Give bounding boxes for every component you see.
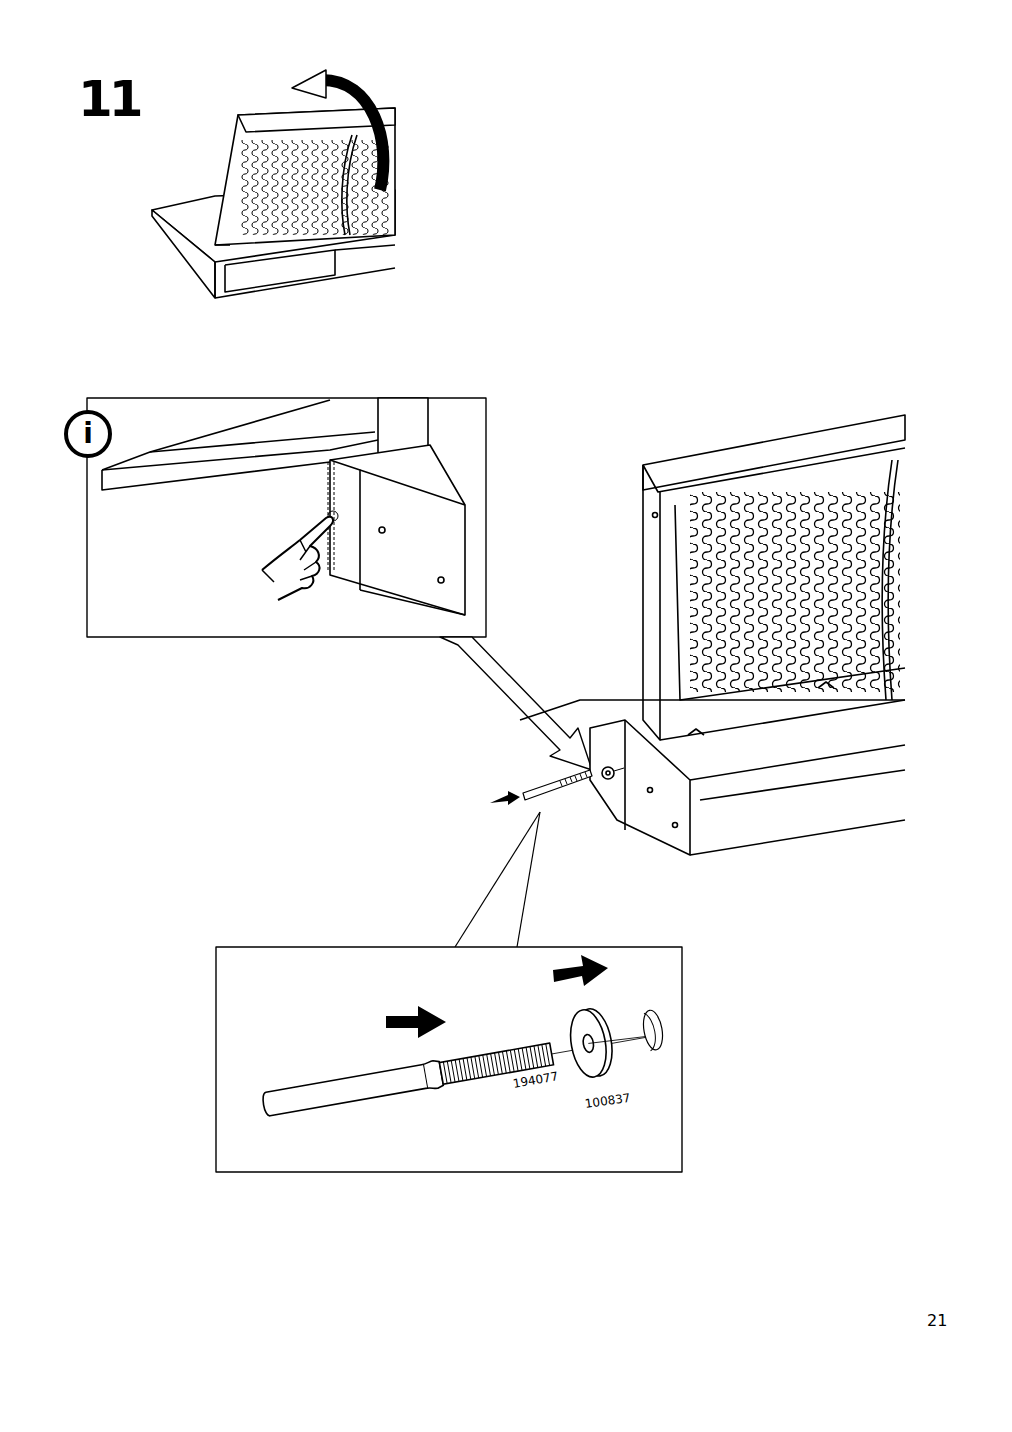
step-number: 11 — [78, 74, 140, 124]
sofa-tilt-figure — [152, 70, 395, 298]
detail-panel — [216, 947, 682, 1172]
page-number: 21 — [927, 1313, 947, 1329]
info-icon-letter: i — [83, 420, 93, 448]
info-panel — [66, 398, 486, 637]
sofa-frame-main — [490, 415, 905, 855]
